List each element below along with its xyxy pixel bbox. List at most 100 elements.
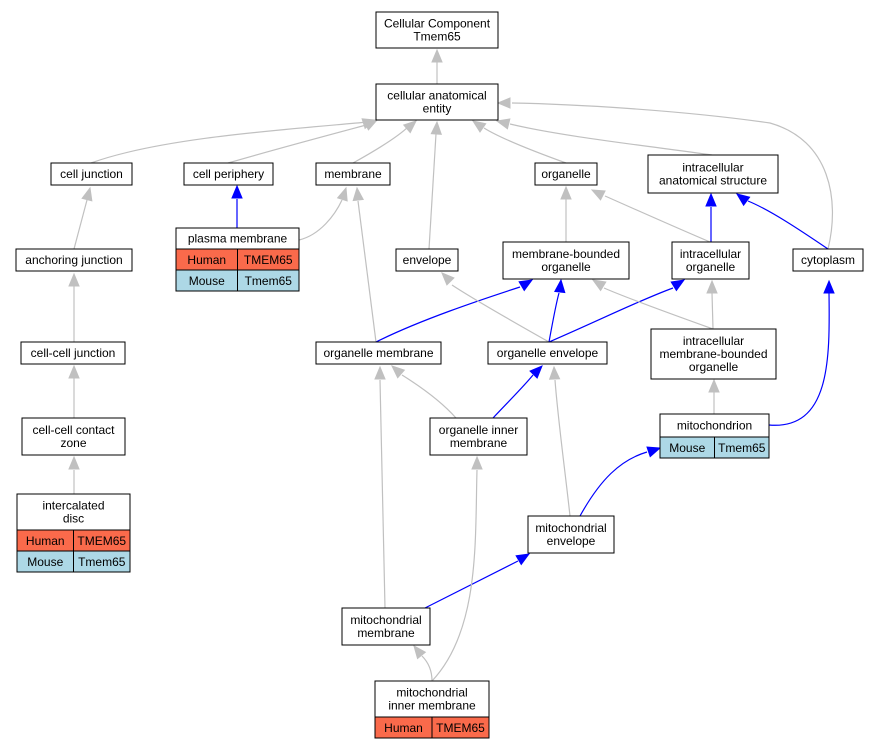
edge-me-mito <box>579 446 662 517</box>
node-envelope[interactable]: envelope <box>395 248 459 272</box>
edge-mim-mm <box>413 644 433 682</box>
edge-line <box>451 284 550 343</box>
arrow-head <box>471 120 487 133</box>
edge-cae-root <box>431 48 443 84</box>
node-label: mitochondrion <box>677 419 752 433</box>
node-box <box>16 493 131 531</box>
arrow-head <box>823 279 835 294</box>
species-label: Human <box>26 534 65 548</box>
edge-ias-cae <box>495 118 713 156</box>
node-anchoring-junction[interactable]: anchoring junction <box>15 248 133 272</box>
edge-id-ccz <box>68 455 80 494</box>
arrow-head <box>529 365 543 379</box>
node-label: Tmem65 <box>413 30 461 44</box>
species-label: Human <box>187 253 226 267</box>
edge-aj-cj <box>73 186 93 250</box>
diagram-edges <box>68 48 835 682</box>
node-box <box>183 162 274 186</box>
edge-line <box>579 451 648 517</box>
node-label: envelope <box>547 534 596 548</box>
species-label: Mouse <box>669 441 705 455</box>
edge-line <box>401 374 457 419</box>
edge-line <box>604 195 711 243</box>
node-box <box>487 341 608 365</box>
edge-oim-om <box>391 365 457 419</box>
edge-line <box>375 286 521 343</box>
node-cell-junction[interactable]: cell junction <box>50 162 133 186</box>
node-label: membrane-bounded <box>659 347 767 361</box>
node-box <box>650 328 777 380</box>
edge-ccz-ccj <box>68 364 80 418</box>
arrow-head <box>374 365 386 380</box>
arrow-head <box>431 48 443 63</box>
edge-line <box>483 127 567 164</box>
node-cell-periphery[interactable]: cell periphery <box>183 162 274 186</box>
node-label: Cellular Component <box>384 17 491 31</box>
node-label: mitochondrial <box>396 686 467 700</box>
node-organelle[interactable]: organelle <box>534 162 598 186</box>
edge-line <box>424 560 519 609</box>
node-box <box>21 417 126 456</box>
node-label: membrane-bounded <box>512 247 620 261</box>
node-label: plasma membrane <box>188 232 288 246</box>
edge-line <box>509 123 713 156</box>
node-org-membrane[interactable]: organelle membrane <box>315 341 442 365</box>
node-box <box>50 162 133 186</box>
edge-line <box>73 199 88 250</box>
arrow-head <box>352 186 364 202</box>
edge-mem-cae <box>352 120 417 164</box>
node-label: organelle <box>686 260 736 274</box>
edge-line <box>379 379 386 609</box>
arrow-head <box>430 120 442 135</box>
arrow-head <box>81 186 93 202</box>
node-label: cell-cell junction <box>31 346 116 360</box>
edge-ccj-aj <box>68 272 80 342</box>
arrow-head <box>68 272 80 287</box>
edge-line <box>711 292 714 330</box>
arrow-head <box>670 279 686 292</box>
node-box <box>502 241 630 280</box>
node-label: anchoring junction <box>25 253 122 267</box>
node-label: organelle <box>541 260 591 274</box>
node-box <box>534 162 598 186</box>
arrow-head <box>554 278 566 294</box>
arrow-head <box>68 455 80 470</box>
node-label: intracellular <box>683 334 744 348</box>
node-label: organelle <box>541 167 591 181</box>
node-cytoplasm[interactable]: cytoplasm <box>792 248 864 272</box>
node-box <box>647 154 779 194</box>
node-org-envelope[interactable]: organelle envelope <box>487 341 608 365</box>
edge-line <box>554 379 571 517</box>
arrow-head <box>706 279 718 294</box>
edge-line <box>421 655 433 682</box>
arrow-head <box>363 119 379 131</box>
arrow-head <box>705 192 717 207</box>
edge-mm-om <box>374 365 386 609</box>
gene-symbol: Tmem65 <box>718 441 766 455</box>
node-label: disc <box>63 512 84 526</box>
node-membrane[interactable]: membrane <box>315 162 391 186</box>
arrow-head <box>548 365 561 380</box>
node-ccj[interactable]: cell-cell junction <box>20 341 126 365</box>
node-label: mitochondrial <box>535 521 606 535</box>
gene-symbol: TMEM65 <box>244 253 293 267</box>
edge-line <box>90 121 369 164</box>
node-label: cytoplasm <box>801 253 855 267</box>
